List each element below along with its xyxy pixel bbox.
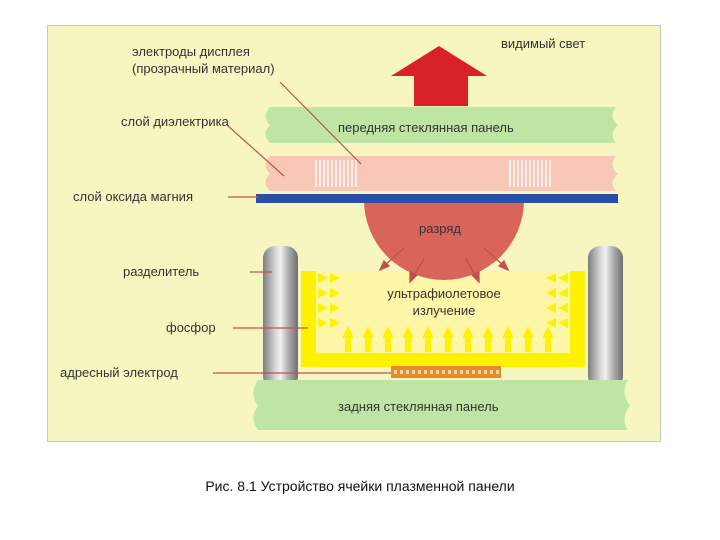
address-electrode-label: адресный электрод (60, 365, 178, 380)
address-electrode-texture (394, 370, 499, 374)
separator-left (263, 246, 298, 388)
uv-rays (378, 247, 510, 284)
rear-glass-label: задняя стеклянная панель (338, 399, 499, 414)
display-electrodes (315, 160, 551, 187)
leader-lines (213, 81, 391, 374)
rear-glass-panel (253, 380, 630, 430)
address-electrode (391, 366, 501, 378)
separator-right (588, 246, 623, 388)
front-glass-label: передняя стеклянная панель (338, 120, 514, 135)
visible-light-arrow (391, 46, 487, 106)
dielectric-layer-label: слой диэлектрика (121, 114, 230, 129)
mgo-layer (256, 194, 618, 203)
figure-caption: Рис. 8.1 Устройство ячейки плазменной па… (205, 478, 515, 494)
plasma-cell-diagram: электроды дисплея (прозрачный материал) … (60, 36, 630, 430)
discharge-label: разряд (419, 221, 461, 236)
uv-label-line2: излучение (413, 303, 476, 318)
mgo-layer-label: слой оксида магния (73, 189, 193, 204)
phosphor-layer (301, 271, 585, 367)
front-glass-panel (265, 107, 618, 143)
dielectric-layer (265, 156, 618, 191)
visible-light-label: видимый свет (501, 36, 585, 51)
phosphor-label: фосфор (166, 320, 216, 335)
phosphor-arrows-left (318, 273, 340, 328)
separator-label: разделитель (123, 264, 199, 279)
display-electrodes-label-line2: (прозрачный материал) (132, 61, 275, 76)
diagram-frame: электроды дисплея (прозрачный материал) … (47, 25, 661, 442)
phosphor-arrows-right (546, 273, 568, 328)
display-electrodes-label-line1: электроды дисплея (132, 44, 250, 59)
uv-label-line1: ультрафиолетовое (387, 286, 501, 301)
phosphor-arrows-bottom (342, 326, 554, 352)
discharge-area (364, 200, 524, 280)
